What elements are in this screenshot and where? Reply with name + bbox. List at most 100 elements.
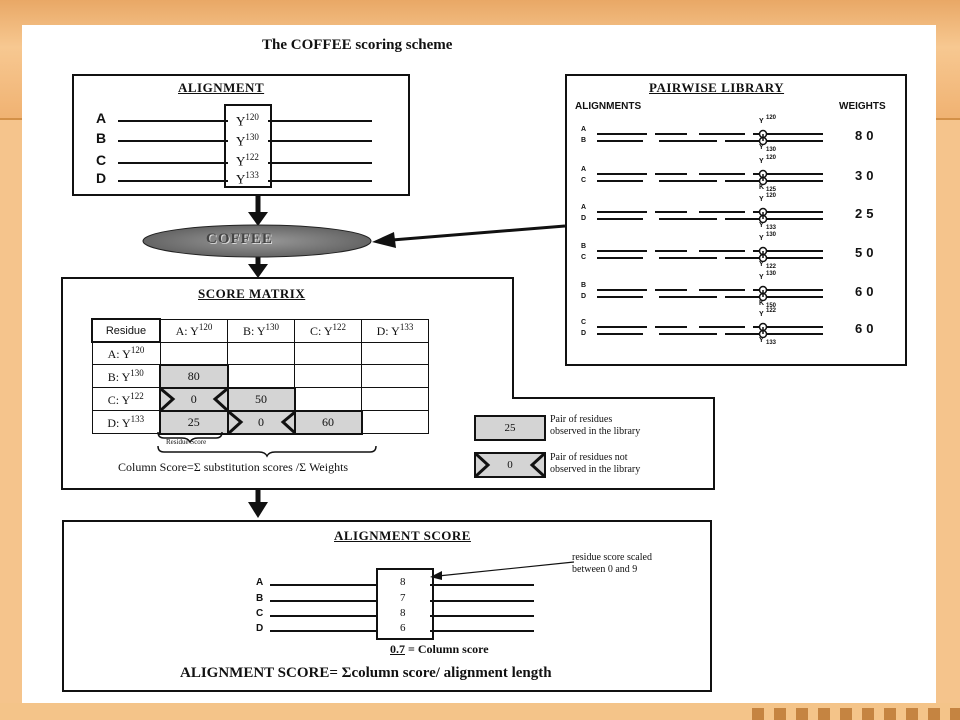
- coffee-ellipse: [142, 224, 372, 258]
- pair-bottom-residue: Y: [759, 144, 764, 151]
- matrix-row-header-c: C: Y122: [91, 387, 161, 411]
- score-d-value: 6: [398, 622, 408, 634]
- pair-top-number: 120: [766, 155, 777, 161]
- matrix-col-header-a: A: Y120: [159, 318, 228, 343]
- alignment-column-highlight: [224, 104, 272, 188]
- weights-column-label: WEIGHTS: [839, 101, 886, 112]
- pair-weight: 25: [855, 206, 878, 221]
- score-seq-c-label: C: [256, 608, 264, 619]
- pair-top-residue: Y: [759, 311, 764, 318]
- alignments-column-label: ALIGNMENTS: [575, 101, 642, 112]
- score-c-value: 8: [398, 607, 408, 619]
- residue-a: Y120: [236, 112, 259, 129]
- pair-bottom-number: 122: [766, 264, 777, 270]
- score-b-value: 7: [398, 592, 408, 604]
- pair-top-number: 130: [766, 271, 777, 277]
- pair-top-number: 120: [766, 193, 777, 199]
- pair-bottom-number: 130: [766, 147, 777, 153]
- seq-b-left-line: [118, 140, 228, 142]
- unobserved-cross-icon: [228, 411, 295, 433]
- arrowhead-matrix-to-score: [248, 502, 268, 518]
- matrix-cell-b-a: 80: [159, 363, 229, 389]
- coffee-label: COFFEE: [206, 231, 273, 247]
- matrix-col-header-b: B: Y130: [227, 318, 295, 343]
- matrix-col-header-d: D: Y133: [361, 318, 429, 343]
- seq-a-left-line: [118, 120, 228, 122]
- seq-b-label: B: [96, 130, 107, 146]
- pair-bottom-residue: K: [759, 300, 765, 307]
- residue-c: Y122: [236, 152, 259, 169]
- pair-top-residue: Y: [759, 118, 764, 125]
- seq-c-left-line: [118, 162, 228, 164]
- seq-d-left-line: [118, 180, 228, 182]
- score-seq-b-left: [270, 600, 376, 602]
- pair-bottom-number: 133: [766, 225, 777, 231]
- pair-seq2-label: B: [581, 137, 587, 144]
- unobserved-cross-icon: [161, 388, 227, 410]
- score-seq-c-right: [430, 615, 534, 617]
- column-score-formula: Column Score=Σ substitution scores /Σ We…: [118, 460, 349, 474]
- residue-d: Y133: [236, 170, 259, 187]
- matrix-corner: Residue: [91, 318, 161, 343]
- pair-bottom-residue: K: [759, 184, 765, 191]
- pair-seq2-label: D: [581, 215, 587, 222]
- figure-title: The COFFEE scoring scheme: [262, 37, 453, 53]
- matrix-cell-d-c: 60: [293, 409, 363, 435]
- pair-top-number: 130: [766, 232, 777, 238]
- residue-score-brace: [157, 431, 223, 444]
- pair-weight: 60: [855, 284, 878, 299]
- pair-bottom-number: 133: [766, 340, 777, 346]
- arrowhead-coffee-to-matrix: [248, 264, 268, 278]
- score-seq-d-left: [270, 630, 376, 632]
- seq-b-right-line: [268, 140, 372, 142]
- slide-footer-bar: [0, 703, 960, 720]
- arrowhead-alignment-to-coffee: [248, 212, 268, 226]
- residue-b: Y130: [236, 132, 259, 149]
- residue-score-label: Residue Score: [166, 438, 207, 446]
- pair-weight: 80: [855, 128, 878, 143]
- column-score-line: 0.7 = Column score: [390, 642, 489, 656]
- matrix-cell-d-b: 0: [226, 409, 296, 435]
- pair-seq2-label: C: [581, 177, 587, 184]
- alignment-score-header: ALIGNMENT SCORE: [334, 528, 471, 543]
- pair-bottom-number: 150: [766, 303, 777, 309]
- pair-seq2-label: D: [581, 293, 587, 300]
- pair-top-residue: Y: [759, 158, 764, 165]
- pair-seq2-label: C: [581, 254, 587, 261]
- seq-a-label: A: [96, 110, 107, 126]
- matrix-cell: [361, 410, 429, 434]
- pair-bottom-residue: Y: [759, 261, 764, 268]
- pair-bottom-residue: Y: [759, 337, 764, 344]
- pairwise-alignment-lines: [597, 129, 823, 339]
- score-seq-b-right: [430, 600, 534, 602]
- unobserved-cross-icon: [476, 454, 544, 476]
- pair-seq1-label: B: [581, 282, 587, 289]
- score-seq-a-left: [270, 584, 376, 586]
- arrowhead-library-to-coffee: [372, 232, 396, 248]
- pairwise-library-header: PAIRWISE LIBRARY: [649, 80, 785, 95]
- pair-seq1-label: A: [581, 126, 587, 133]
- alignment-score-panel: ALIGNMENT SCORE A B C D 8 7 8 6 residue …: [62, 520, 712, 692]
- pair-seq1-label: B: [581, 243, 587, 250]
- pair-seq1-label: C: [581, 319, 587, 326]
- arrow-library-to-coffee: [391, 224, 566, 242]
- score-seq-d-right: [430, 630, 534, 632]
- matrix-cell-c-b: 50: [226, 386, 296, 412]
- column-score-brace: [157, 445, 377, 458]
- pair-weight: 50: [855, 245, 878, 260]
- pair-seq1-label: A: [581, 204, 587, 211]
- seq-d-label: D: [96, 170, 107, 186]
- matrix-cell-d-a: 25: [159, 409, 229, 435]
- legend-observed-swatch: 25: [474, 415, 546, 441]
- matrix-row-header-d: D: Y133: [91, 410, 161, 434]
- seq-c-right-line: [268, 162, 372, 164]
- score-seq-d-label: D: [256, 623, 264, 634]
- score-seq-a-right: [430, 584, 534, 586]
- matrix-col-header-c: C: Y122: [294, 318, 362, 343]
- pair-top-number: 120: [766, 115, 777, 121]
- seq-a-right-line: [268, 120, 372, 122]
- score-a-value: 8: [398, 576, 408, 588]
